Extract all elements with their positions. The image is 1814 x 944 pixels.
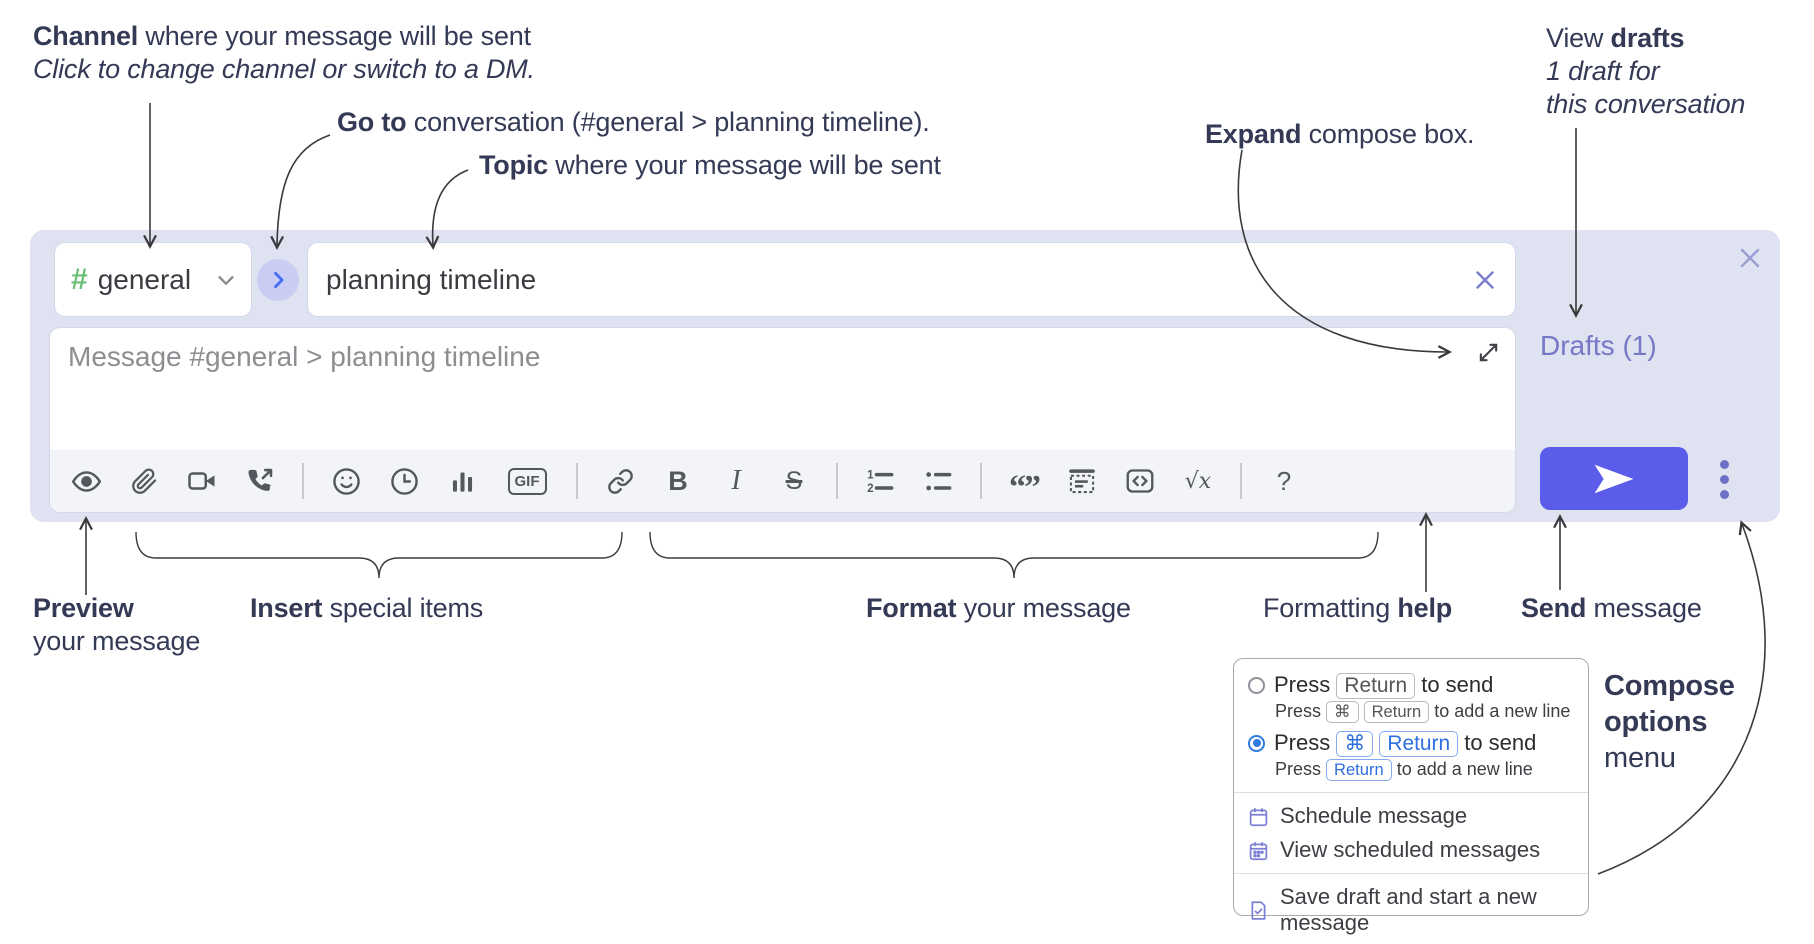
toolbar-divider — [836, 463, 838, 499]
send-option-return[interactable]: Press Return to send Press ⌘ Return to a… — [1234, 670, 1588, 728]
radio-unselected-icon[interactable] — [1248, 676, 1265, 694]
return-key: Return — [1379, 731, 1459, 757]
italic-icon[interactable]: I — [731, 465, 741, 496]
compose-box: # general planning timeline Message #gen… — [30, 230, 1780, 522]
annotation-preview: Preview your message — [33, 593, 201, 656]
close-compose-icon[interactable] — [1736, 244, 1764, 272]
bold-icon[interactable]: B — [668, 465, 688, 496]
annotation-format: Format your message — [866, 593, 1131, 623]
spoiler-icon[interactable] — [1066, 463, 1098, 499]
message-textarea[interactable]: Message #general > planning timeline — [50, 328, 1515, 512]
clear-topic-icon[interactable] — [1473, 268, 1497, 292]
annotation-formatting-help: Formatting help — [1263, 593, 1453, 623]
expand-compose-icon[interactable] — [1475, 339, 1501, 365]
emoji-icon[interactable] — [330, 463, 362, 499]
return-key: Return — [1326, 759, 1392, 781]
channel-selector[interactable]: # general — [55, 243, 251, 316]
draft-file-icon — [1251, 900, 1266, 920]
annotation-compose-options: Compose options menu — [1604, 670, 1735, 774]
message-placeholder: Message #general > planning timeline — [68, 341, 541, 372]
strikethrough-icon[interactable]: S — [785, 466, 803, 495]
gif-icon[interactable]: GIF — [504, 463, 550, 499]
go-to-conversation-button[interactable] — [257, 259, 299, 301]
time-icon[interactable] — [388, 463, 420, 499]
annotation-goto: Go to conversation (#general > planning … — [337, 107, 930, 137]
help-icon[interactable]: ? — [1276, 465, 1292, 496]
annotation-view-drafts: View drafts 1 draft for this conversatio… — [1546, 23, 1746, 119]
chevron-right-icon — [274, 271, 284, 289]
toolbar-divider — [576, 463, 578, 499]
preview-eye-icon[interactable] — [70, 463, 102, 499]
compose-toolbar: GIF B I S — [50, 450, 1515, 512]
send-button[interactable] — [1540, 447, 1688, 510]
send-option-cmd-return[interactable]: Press ⌘ Return to send Press Return to a… — [1234, 728, 1588, 786]
calendar-grid-icon — [1249, 841, 1268, 860]
cmd-key: ⌘ — [1326, 701, 1359, 723]
dot — [1719, 489, 1729, 499]
annotation-send: Send message — [1521, 593, 1702, 623]
poll-icon[interactable] — [446, 463, 478, 499]
channel-hash-icon: # — [71, 262, 88, 296]
radio-selected-icon[interactable] — [1248, 734, 1265, 752]
attachment-icon[interactable] — [128, 463, 160, 499]
cmd-key: ⌘ — [1336, 731, 1374, 757]
svg-text:2: 2 — [867, 482, 874, 495]
topic-input[interactable]: planning timeline — [308, 243, 1515, 316]
compose-options-menu: Press Return to send Press ⌘ Return to a… — [1233, 658, 1589, 935]
annotation-topic: Topic where your message will be sent — [479, 150, 941, 180]
calendar-icon — [1249, 807, 1268, 826]
svg-text:1: 1 — [867, 469, 874, 482]
channel-name: general — [97, 263, 192, 295]
code-icon[interactable] — [1124, 463, 1156, 499]
send-icon — [1594, 464, 1634, 493]
audio-call-icon[interactable] — [244, 463, 276, 499]
chevron-down-icon — [218, 275, 234, 285]
video-call-icon[interactable] — [186, 463, 218, 499]
topic-value: planning timeline — [326, 263, 537, 295]
menu-item-view-scheduled[interactable]: View scheduled messages — [1234, 833, 1588, 867]
annotation-expand: Expand compose box. — [1205, 119, 1475, 149]
math-icon[interactable]: √x — [1184, 468, 1212, 494]
annotation-channel: Channel where your message will be sent … — [33, 21, 535, 84]
quote-icon[interactable]: “” — [1009, 469, 1041, 506]
link-icon[interactable] — [604, 463, 636, 499]
menu-item-schedule-message[interactable]: Schedule message — [1234, 799, 1588, 833]
menu-divider — [1234, 792, 1588, 793]
return-key: Return — [1363, 701, 1430, 723]
annotation-insert: Insert special items — [250, 593, 484, 623]
menu-divider — [1234, 873, 1588, 874]
compose-options-menu-button[interactable] — [1712, 455, 1736, 503]
menu-item-save-draft[interactable]: Save draft and start a new message — [1234, 880, 1588, 940]
dot — [1719, 459, 1729, 469]
drafts-link[interactable]: Drafts (1) — [1540, 330, 1657, 361]
toolbar-divider — [980, 463, 982, 499]
toolbar-divider — [302, 463, 304, 499]
numbered-list-icon[interactable]: 1 2 — [864, 463, 896, 499]
dot — [1719, 474, 1729, 484]
return-key: Return — [1336, 673, 1416, 699]
bulleted-list-icon[interactable] — [922, 463, 954, 499]
toolbar-divider — [1240, 463, 1242, 499]
